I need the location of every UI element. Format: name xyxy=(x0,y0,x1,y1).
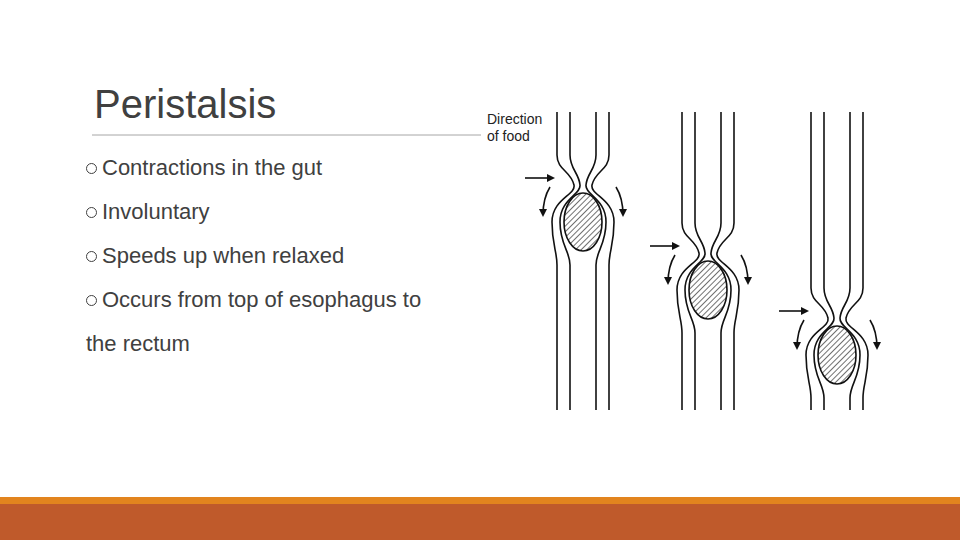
bullet-text: Speeds up when relaxed xyxy=(102,243,344,268)
gut-panel xyxy=(557,112,609,410)
title-rule xyxy=(92,135,481,136)
bullet-marker xyxy=(86,295,97,306)
bullet-list: Contractions in the gutInvoluntarySpeeds… xyxy=(86,146,438,366)
accent-bar xyxy=(0,497,960,504)
bullet-marker xyxy=(86,207,97,218)
bullet-marker xyxy=(86,163,97,174)
slide-title: Peristalsis xyxy=(94,82,276,127)
bolus-contraction xyxy=(779,288,877,398)
bullet-item: Contractions in the gut xyxy=(86,146,438,190)
bolus-contraction xyxy=(525,155,623,265)
bullet-text: Contractions in the gut xyxy=(102,155,322,180)
bullet-item: Occurs from top of esophagus to the rect… xyxy=(86,278,438,366)
footer-bar xyxy=(0,504,960,540)
bolus-contraction xyxy=(650,223,748,333)
bullet-item: Involuntary xyxy=(86,190,438,234)
bullet-text: Involuntary xyxy=(102,199,210,224)
direction-label: Direction of food xyxy=(487,111,553,145)
bullet-item: Speeds up when relaxed xyxy=(86,234,438,278)
bullet-text: Occurs from top of esophagus to the rect… xyxy=(86,287,421,356)
bullet-marker xyxy=(86,251,97,262)
